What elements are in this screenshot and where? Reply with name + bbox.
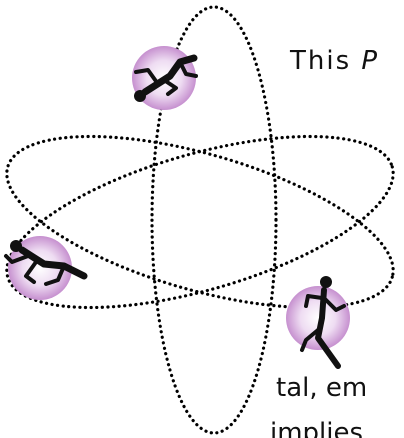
electron-left [6, 236, 84, 300]
caption-line-1-text: This [290, 46, 361, 76]
caption-line-1-emph: P [361, 46, 379, 76]
electron-right [286, 276, 350, 366]
electron-top [132, 46, 196, 110]
caption-line-2: tal, em [276, 375, 367, 401]
caption-line-3: implies [270, 420, 363, 438]
caption-line-1: This P [290, 48, 379, 74]
